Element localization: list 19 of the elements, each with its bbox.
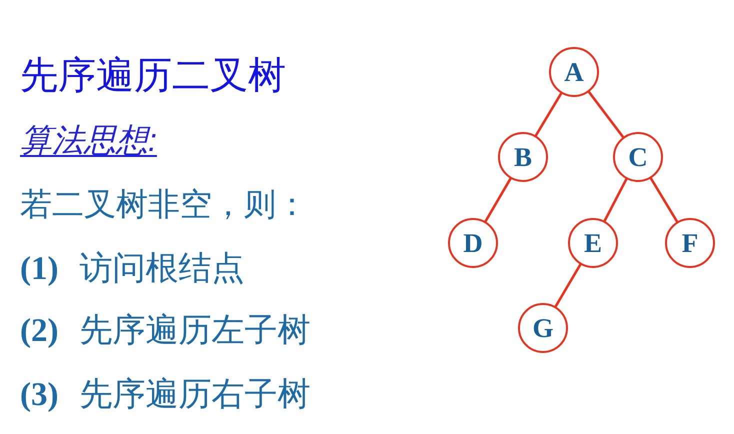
step-text: (3) 先序遍历右子树 bbox=[20, 377, 311, 413]
tree-edge bbox=[588, 90, 624, 138]
step-text: (1) 访问根结点 bbox=[20, 251, 245, 287]
tree-node: A bbox=[549, 47, 599, 97]
tree-node: D bbox=[448, 218, 498, 268]
section-heading: 算法思想: bbox=[20, 124, 157, 158]
tree-edge bbox=[603, 178, 628, 222]
tree-node: F bbox=[665, 218, 715, 268]
tree-edge bbox=[650, 177, 678, 223]
tree-node: G bbox=[518, 303, 568, 353]
slide-title: 先序遍历二叉树 bbox=[20, 57, 286, 97]
condition-text: 若二叉树非空，则： bbox=[20, 188, 308, 222]
tree-edge bbox=[484, 178, 512, 222]
tree-edge bbox=[534, 92, 562, 137]
tree-node: C bbox=[613, 132, 663, 182]
step-text: (2) 先序遍历左子树 bbox=[20, 313, 311, 349]
tree-edge bbox=[554, 263, 582, 308]
tree-node: E bbox=[568, 218, 618, 268]
tree-node: B bbox=[498, 132, 548, 182]
